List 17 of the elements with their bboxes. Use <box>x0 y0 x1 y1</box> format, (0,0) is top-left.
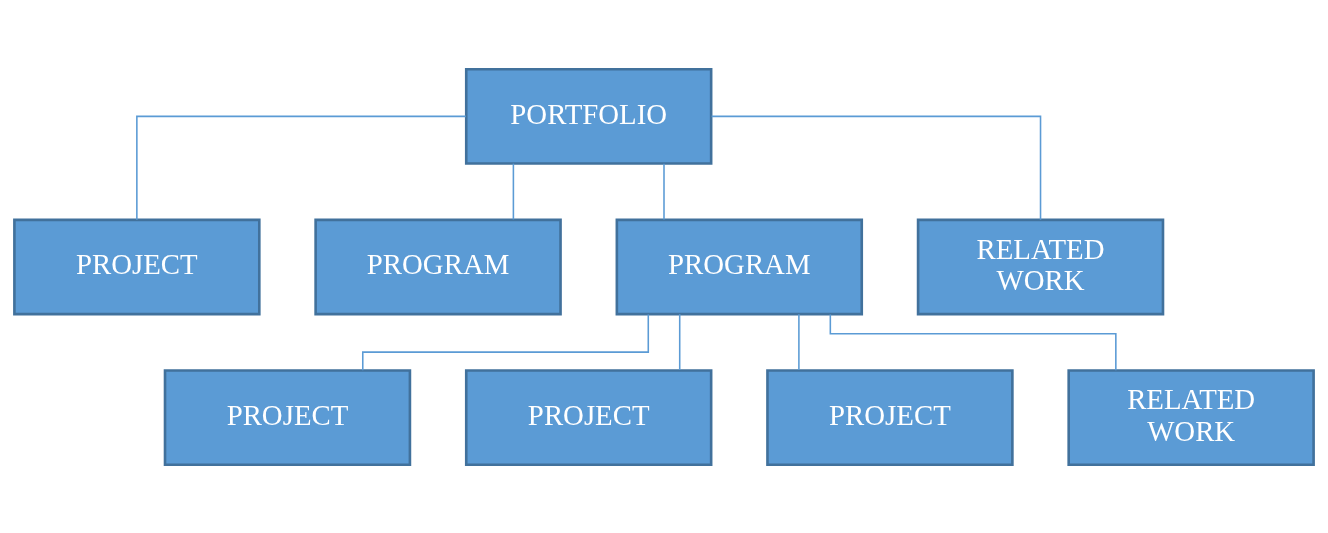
connector <box>663 162 665 220</box>
node-box: PROJECT <box>13 218 261 315</box>
connector <box>136 115 467 221</box>
connector <box>829 313 1117 371</box>
connector <box>512 162 515 220</box>
node-box: RELATED WORK <box>1067 368 1315 466</box>
connector <box>678 312 681 371</box>
node-box: PORTFOLIO <box>464 67 713 165</box>
node-box: PROGRAM <box>615 218 864 315</box>
node-box: PROJECT <box>464 368 713 466</box>
connector <box>710 115 1042 221</box>
node-box: PROGRAM <box>314 218 562 315</box>
node-box: PROJECT <box>766 368 1014 466</box>
node-box: PROJECT <box>163 368 412 466</box>
connector <box>798 312 800 371</box>
node-box: RELATED WORK <box>916 218 1165 315</box>
connector <box>362 313 650 371</box>
